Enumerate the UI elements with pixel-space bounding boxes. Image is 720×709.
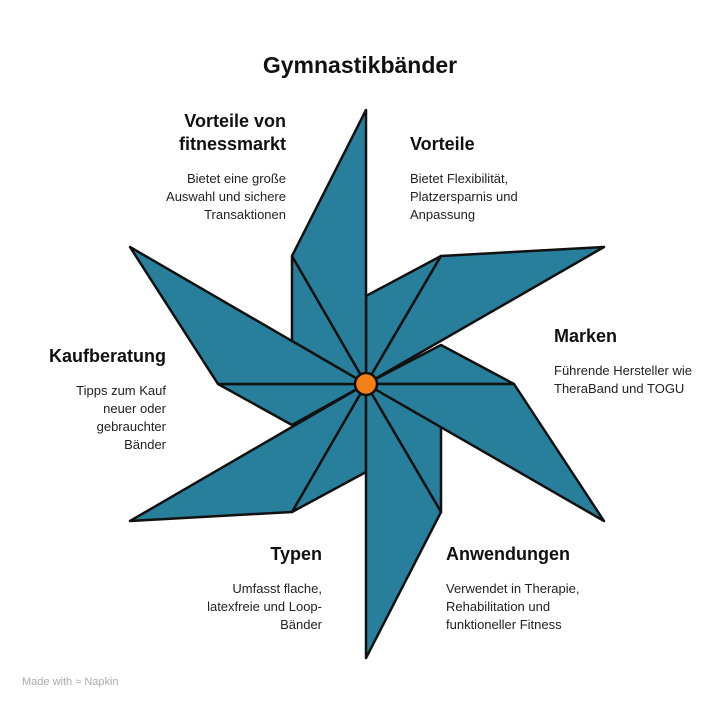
diagram-title: Gymnastikbänder	[262, 52, 458, 78]
item-text: Bietet eine große Auswahl und sichere Tr…	[166, 171, 286, 222]
item-text: Verwendet in Therapie, Rehabilitation un…	[446, 581, 580, 632]
blade-segment	[364, 382, 443, 660]
item-kaufberatung: Kaufberatung Tipps zum Kauf neuer oder g…	[0, 345, 166, 454]
item-vorteile-fitnessmarkt: Vorteile von fitnessmarkt Bietet eine gr…	[96, 110, 286, 224]
blade-segment	[364, 245, 606, 386]
item-text: Umfasst flache, latexfreie und Loop-Bänd…	[207, 581, 322, 632]
item-heading: Typen	[270, 544, 322, 564]
item-text: Bietet Flexibilität, Platzersparnis und …	[410, 171, 518, 222]
blade-segment	[128, 245, 368, 386]
blade-segment	[364, 382, 606, 523]
made-with-text: Made with	[22, 676, 73, 688]
item-marken: Marken Führende Hersteller wie TheraBand…	[554, 325, 704, 398]
napkin-logo-icon: ≈	[75, 676, 82, 688]
item-heading: Vorteile	[410, 134, 475, 154]
item-anwendungen: Anwendungen Verwendet in Therapie, Rehab…	[446, 543, 636, 634]
item-text: Tipps zum Kauf neuer oder gebrauchter Bä…	[76, 383, 166, 452]
item-heading: Marken	[554, 326, 618, 346]
item-heading: Vorteile von fitnessmarkt	[178, 111, 286, 154]
blade-segment	[128, 382, 368, 523]
center-hub	[353, 371, 379, 397]
item-vorteile: Vorteile Bietet Flexibilität, Platzerspa…	[410, 133, 600, 224]
blade-segment	[290, 108, 368, 386]
item-heading: Kaufberatung	[49, 346, 166, 366]
item-heading: Anwendungen	[446, 544, 570, 564]
napkin-footer: Made with ≈ Napkin	[22, 676, 119, 688]
item-typen: Typen Umfasst flache, latexfreie und Loo…	[132, 543, 322, 634]
brand-text: Napkin	[84, 676, 119, 688]
item-text: Führende Hersteller wie TheraBand und TO…	[554, 363, 693, 396]
